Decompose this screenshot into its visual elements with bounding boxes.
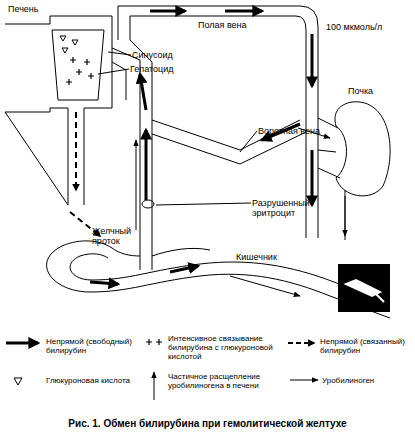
legend-item: Непрямой (свободный) билирубин [46,337,138,355]
bound-bilirubin-arrow [70,112,100,236]
drawing-part [150,10,185,13]
part-label: Гепатоцид [130,64,190,74]
free-bilirubin-arrow [90,11,312,284]
part-label: Разрушенный эритроцит [252,198,332,218]
part-label: Полая вена [198,20,268,30]
drawing-part [5,6,390,318]
legend-sample [290,380,318,381]
legend-sample [6,342,38,345]
drawing-part [90,282,118,284]
legend-text: Частичное расщепление уробилиногена в пе… [168,372,260,390]
drawing-part [136,140,137,230]
drawing-part [311,150,314,205]
kidney [335,102,390,196]
part-label: Кишечник [236,252,296,262]
legend-text: Уробилиноген [322,376,374,385]
drawing-part [230,276,300,296]
part-label: 100 мкмоль/л [326,22,411,32]
glucuronic-acid-marks [60,36,78,53]
legend-item: Непрямой (связанный) билирубин [320,337,412,355]
legend-sample [146,339,162,345]
liver-outline [5,16,112,205]
part-label: Печень [8,4,58,14]
figure-caption: Рис. 1. Обмен билирубина при гемолитичес… [0,418,415,430]
part-label: Почка [348,86,398,96]
intestine [152,248,210,256]
hepatocyte [52,30,104,100]
ureter [345,190,346,240]
legend-text: Интенсивное связывание билирубина с глюк… [168,334,273,361]
drawing-part [66,57,94,85]
legend-item: Частичное расщепление уробилиногена в пе… [168,372,280,390]
erythrocyte [142,200,154,208]
urobilinogen-arrow [136,128,345,296]
drawing-part [170,266,198,272]
legend-item: Глюкуроновая кислота [46,376,138,385]
urine-pictogram [338,264,390,312]
part-label: Синусоид [132,50,192,60]
drawing-part [145,130,148,200]
legend-text: Непрямой (свободный) билирубин [46,337,132,355]
drawing-part [346,280,384,302]
drawing-part [225,10,262,13]
legend-item: Уробилиноген [322,376,412,385]
drawing-part [338,264,390,312]
part-label: Воротная вена [258,126,338,136]
intestine [47,246,390,318]
legend-item: Интенсивное связывание билирубина с глюк… [168,334,280,361]
leader-line [98,52,257,205]
drawing-part [345,196,346,236]
legend-sample [14,378,22,385]
binding-marks [66,57,94,85]
drawing-part [75,112,77,190]
legend-sample [288,342,314,344]
part-label: Желчный проток [92,226,140,246]
drawing-part [60,36,78,53]
legend-text: Непрямой (связанный) билирубин [320,337,405,355]
legend-sample [154,372,155,400]
legend-text: Глюкуроновая кислота [46,376,130,385]
drawing-part [140,74,146,110]
drawing-part [311,34,314,86]
